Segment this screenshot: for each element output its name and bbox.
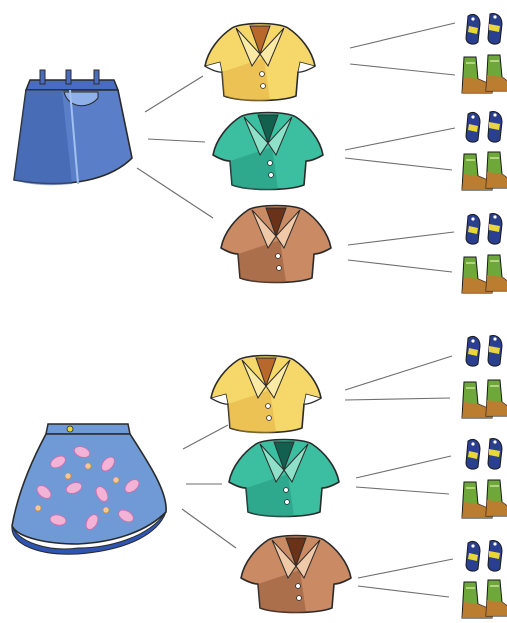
blouse-to-shoe-line-2-1-2 [345,398,450,400]
green-orange-boots-icon [462,152,507,190]
navy-yellow-sneakers-icon [466,335,502,366]
skirt-to-blouse-line-1-3 [137,168,213,218]
skirt-to-blouse-line-1-1 [145,76,203,112]
navy-yellow-sneakers-icon [466,213,502,244]
blouse-to-shoe-line-2-2-1 [356,456,451,478]
green-orange-boots-icon [462,55,507,93]
green-orange-boots-icon [462,480,507,518]
navy-yellow-sneakers-icon [466,13,502,44]
green-orange-boots-icon [462,380,507,418]
blouse-to-shoe-line-2-1-1 [345,356,452,390]
blouse-to-shoe-line-1-2-1 [345,128,455,150]
green-orange-boots-icon [462,255,507,293]
skirt-to-blouse-line-1-2 [148,139,205,142]
blouse-to-shoe-line-2-3-1 [358,559,453,578]
blouse-to-shoe-line-2-2-2 [356,487,449,494]
floral-skirt-icon [12,424,166,554]
blouse-to-shoe-line-1-1-2 [350,64,455,75]
shoes-column [462,13,507,618]
navy-yellow-sneakers-icon [466,111,502,142]
green-orange-boots-icon [462,580,507,618]
brown-blouse-icon [241,536,351,614]
blouse-to-shoe-line-1-2-2 [345,158,452,170]
brown-blouse-icon [221,206,331,284]
navy-yellow-sneakers-icon [466,438,502,469]
blouse-to-shoe-line-1-3-2 [348,260,452,272]
teal-blouse-icon [213,113,323,191]
teal-blouse-icon [229,440,339,518]
blouse-to-shoe-line-2-3-2 [358,586,449,597]
skirt-to-blouse-line-2-1 [183,425,228,449]
blouse-to-shoe-line-1-3-1 [348,232,454,245]
skirt-to-blouse-line-2-3 [182,509,236,548]
yellow-blouse-icon [205,24,315,102]
blouse-to-shoe-line-1-1-1 [350,23,455,48]
denim-skirt-icon [14,70,132,185]
navy-yellow-sneakers-icon [466,540,502,571]
yellow-blouse-icon [211,356,321,434]
